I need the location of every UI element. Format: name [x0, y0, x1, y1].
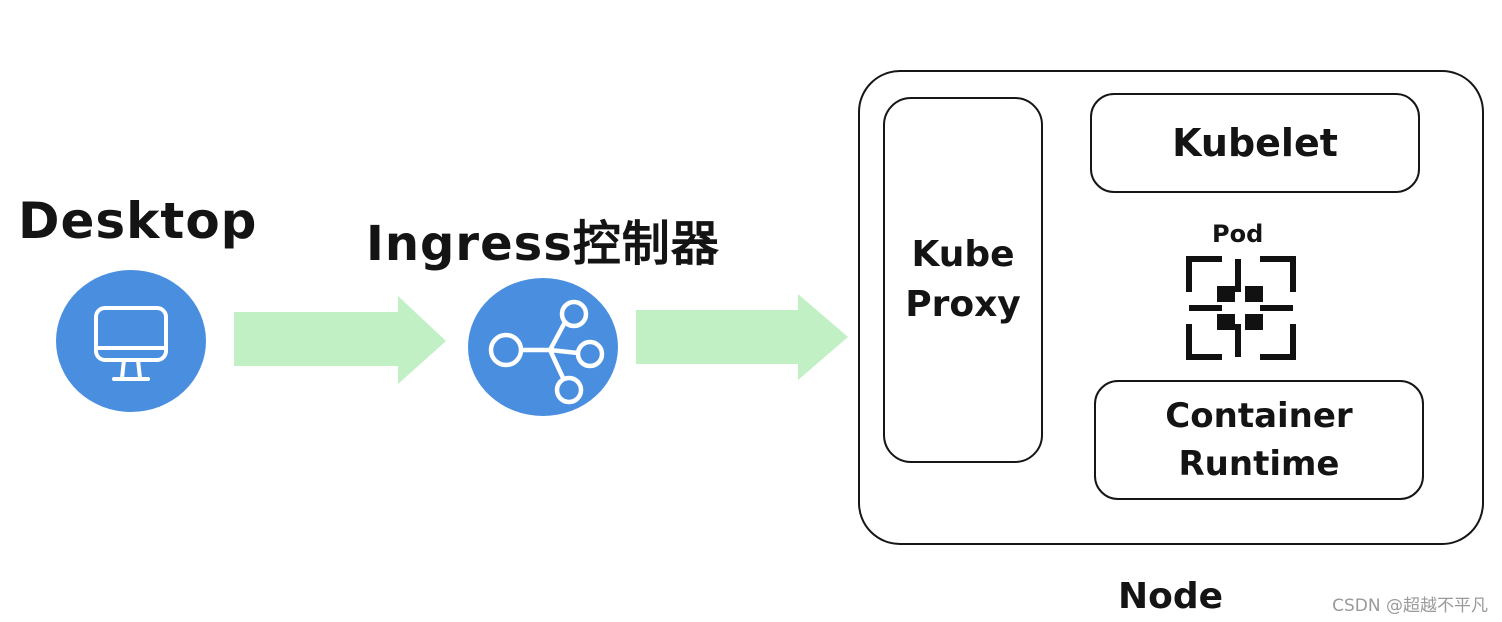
kube-proxy-line1: Kube [911, 234, 1015, 275]
kubelet-label: Kubelet [1172, 121, 1338, 165]
kubelet-box: Kubelet [1090, 93, 1420, 193]
arrow-desktop-to-ingress [234, 296, 446, 384]
kube-proxy-box: Kube Proxy [883, 97, 1043, 463]
node-box [858, 70, 1484, 545]
ingress-node [468, 278, 618, 416]
watermark: CSDN @超越不平凡 [1332, 596, 1488, 616]
desktop-node [56, 270, 206, 412]
node-label: Node [1118, 576, 1224, 617]
monitor-icon [94, 306, 168, 381]
kube-proxy-line2: Proxy [905, 284, 1021, 325]
share-nodes-icon [488, 299, 605, 405]
container-runtime-box: Container Runtime [1094, 380, 1424, 500]
runtime-line2: Runtime [1178, 444, 1340, 484]
desktop-label: Desktop [18, 192, 258, 250]
arrow-ingress-to-node [636, 294, 848, 380]
runtime-line1: Container [1165, 396, 1353, 436]
pod-label: Pod [1212, 220, 1264, 248]
pod-grid-icon [1186, 256, 1296, 360]
ingress-label: Ingress控制器 [366, 216, 720, 272]
